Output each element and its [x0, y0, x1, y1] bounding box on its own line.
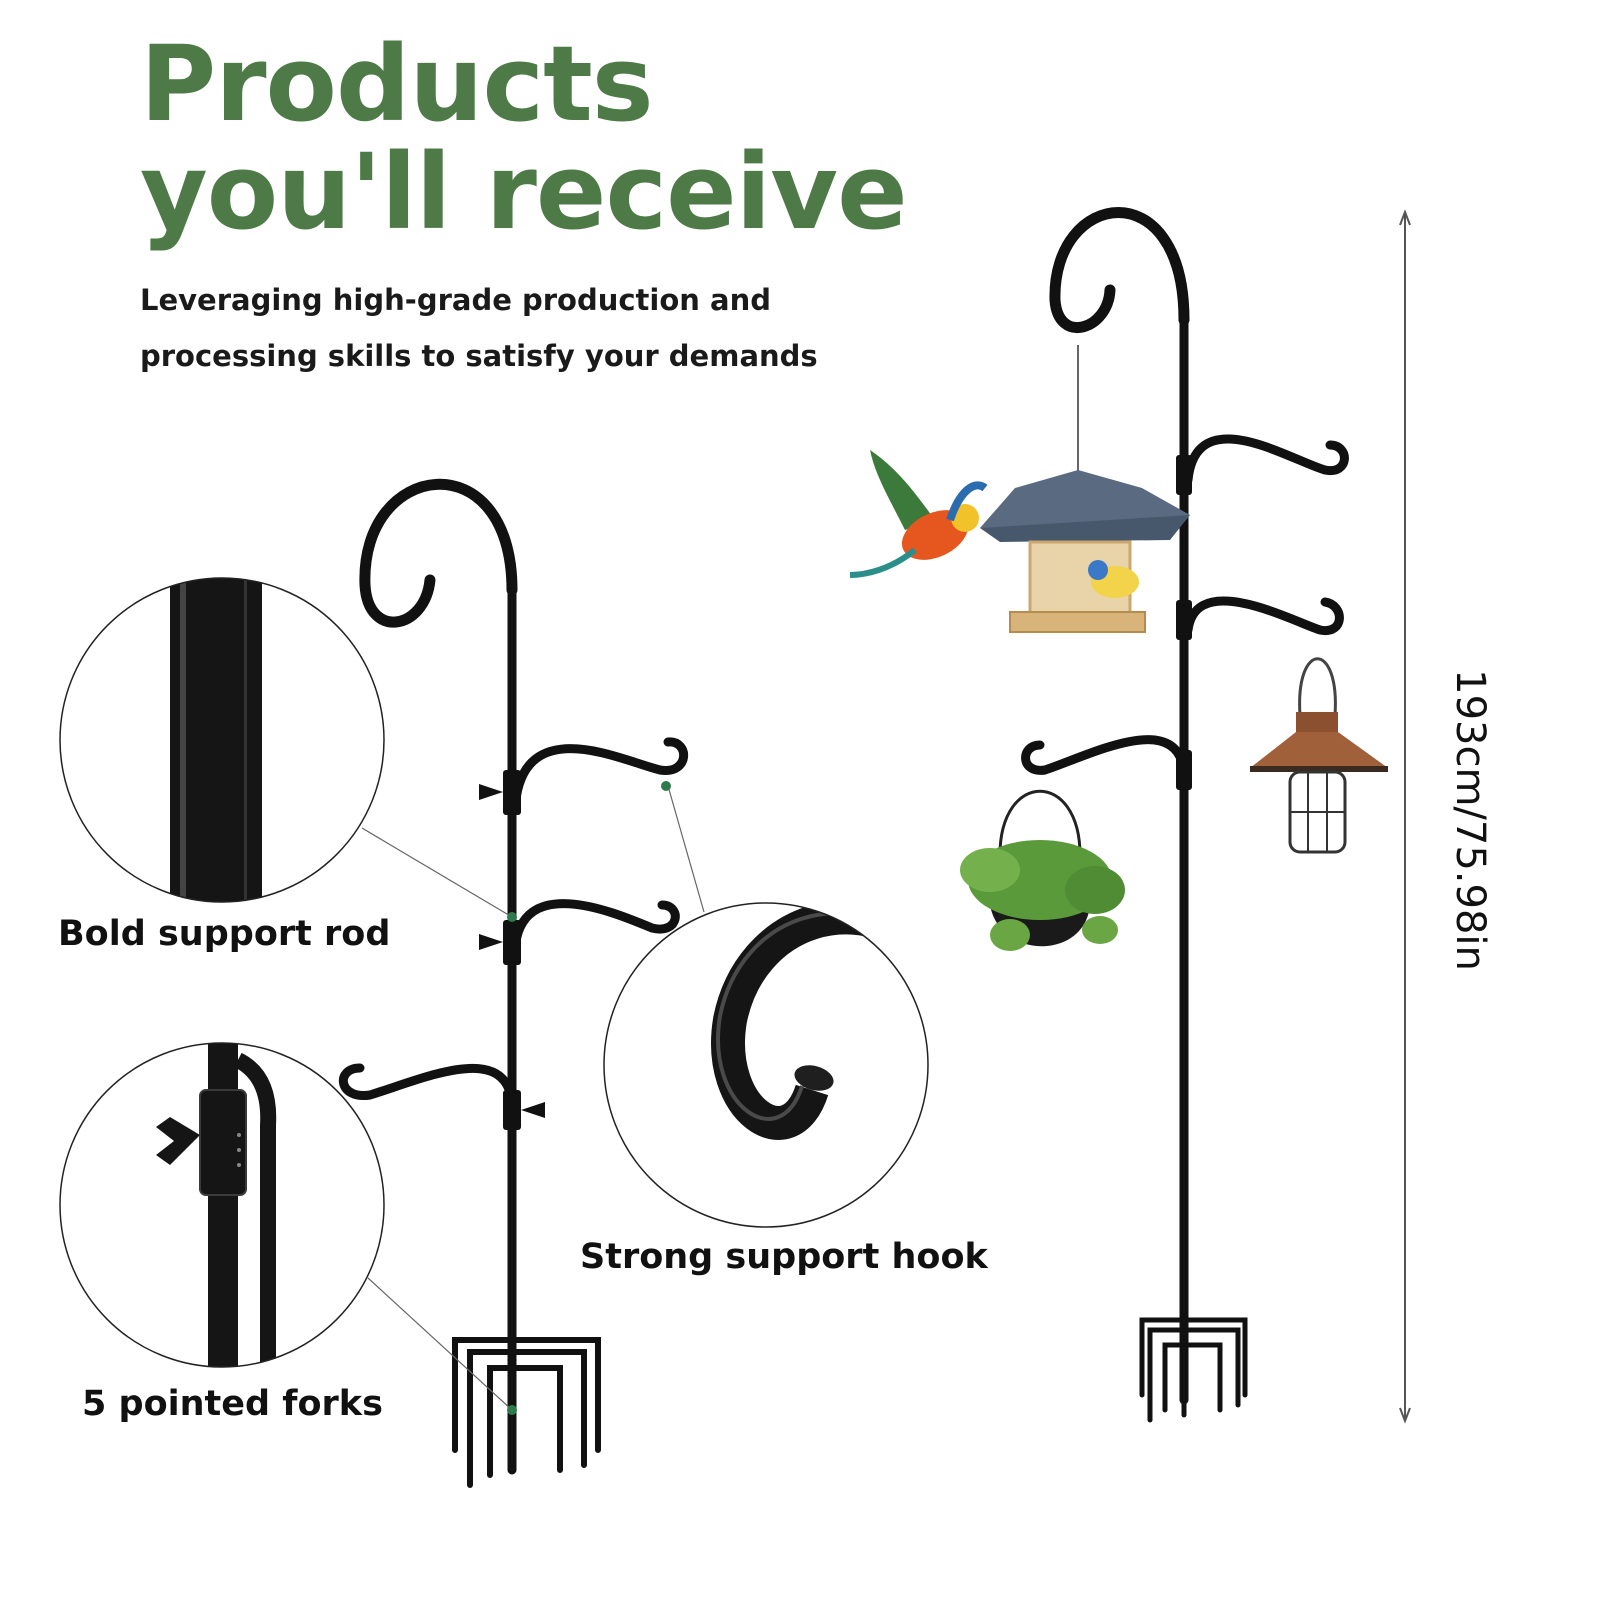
- fork-detail-circle: [59, 1042, 385, 1368]
- hook-detail-circle: [603, 902, 929, 1228]
- right-arm-lower: [1021, 735, 1189, 775]
- right-arm-upper: [1183, 434, 1349, 485]
- lantern-image: [1250, 657, 1388, 854]
- left-fork: [452, 1337, 601, 1488]
- height-dimension-label: 193cm/75.98in: [1447, 669, 1493, 971]
- subtitle-line-2: processing skills to satisfy your demand…: [140, 339, 818, 373]
- left-arm-middle: [510, 899, 680, 955]
- callout-dots: [507, 781, 671, 1415]
- right-arm-middle: [1183, 596, 1344, 635]
- page-title: Products you'll receive: [140, 23, 908, 253]
- left-top-crook: [359, 478, 518, 628]
- left-clamps: [479, 770, 545, 1130]
- subtitle-line-1: Leveraging high-grade production and: [140, 283, 771, 317]
- rod-detail-circle: [59, 577, 385, 903]
- left-shepherd-hook: [339, 478, 688, 1488]
- title-line-2: you'll receive: [140, 131, 908, 253]
- title-line-1: Products: [140, 23, 654, 145]
- height-dimension-line: [1399, 209, 1411, 1424]
- callout-forks-label: 5 pointed forks: [82, 1384, 383, 1424]
- hanging-plant-image: [960, 789, 1125, 951]
- left-arm-upper: [510, 737, 688, 815]
- callout-rod-label: Bold support rod: [58, 914, 391, 954]
- callout-leaders: [361, 785, 705, 1411]
- right-fork: [1139, 1317, 1248, 1423]
- bird-feeder-image: [980, 345, 1190, 633]
- right-top-crook: [1049, 207, 1190, 334]
- subtitle: Leveraging high-grade production and pro…: [140, 272, 818, 384]
- left-arm-lower: [339, 1063, 517, 1107]
- parrot-image: [849, 450, 988, 578]
- right-clamps: [1176, 455, 1192, 790]
- callout-hook-label: Strong support hook: [580, 1237, 988, 1277]
